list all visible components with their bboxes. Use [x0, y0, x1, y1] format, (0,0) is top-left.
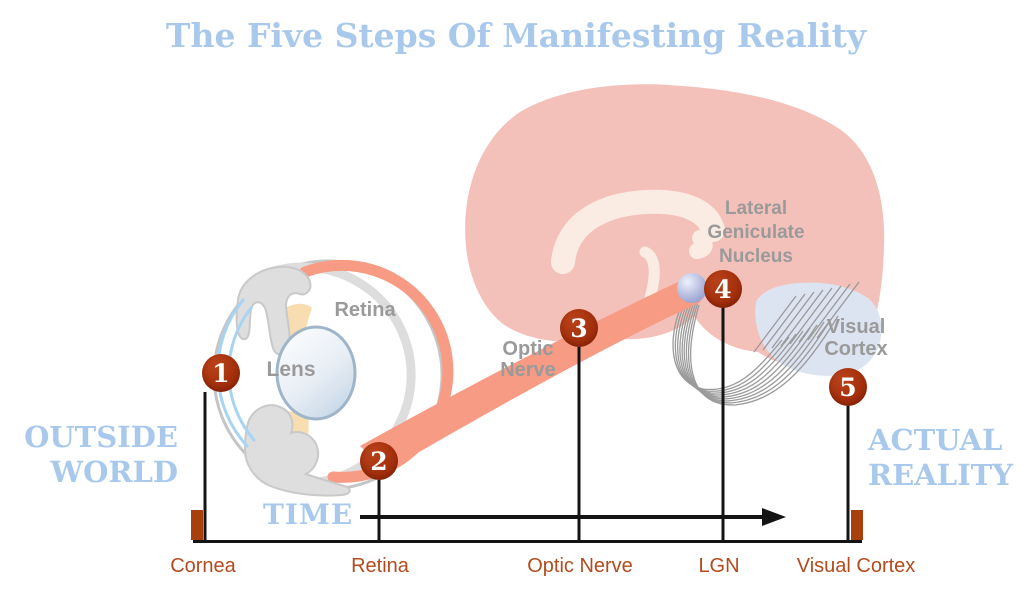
axis-label-visual-cortex: Visual Cortex	[796, 555, 916, 577]
step-3-badge: 3	[560, 309, 598, 347]
lateral-geniculate-nucleus-label: Lateral Geniculate Nucleus	[707, 198, 805, 267]
optic-nerve-label: Optic Nerve	[500, 338, 556, 381]
step-5-number: 5	[839, 372, 857, 402]
step-1-number: 1	[212, 358, 230, 388]
iris-muscle-shapes	[235, 265, 351, 497]
step-stems	[203, 307, 850, 541]
optic-nerve-band	[360, 282, 701, 471]
step-4-number: 4	[714, 274, 732, 304]
axis-label-retina: Retina	[351, 555, 409, 577]
step-3-number: 3	[570, 313, 588, 343]
step-2-badge: 2	[360, 442, 398, 480]
axis-label-cornea: Cornea	[170, 555, 236, 577]
visual-cortex-label: Visual Cortex	[824, 316, 888, 360]
axis-label-lgn: LGN	[698, 555, 740, 577]
step-1-badge: 1	[202, 354, 240, 392]
time-axis-label: TIME	[263, 498, 354, 531]
page-title: The Five Steps Of Manifesting Reality	[165, 16, 867, 55]
timeline-left-cap	[191, 510, 203, 540]
cortex-hatch-lines	[753, 281, 860, 353]
lens-shape	[275, 325, 357, 421]
time-arrow	[360, 508, 786, 526]
optic-radiation-fibers	[672, 292, 839, 406]
lens-label: Lens	[266, 358, 316, 381]
outside-world-caption: OUTSIDE WORLD	[24, 420, 178, 489]
lgn-sphere	[677, 273, 707, 303]
actual-reality-caption: ACTUAL REALITY	[868, 423, 1013, 492]
step-2-number: 2	[370, 446, 388, 476]
timeline-right-cap	[851, 510, 863, 540]
retina-label: Retina	[334, 299, 396, 321]
step-5-badge: 5	[829, 368, 867, 406]
step-4-badge: 4	[704, 270, 742, 308]
axis-label-optic-nerve: Optic Nerve	[527, 555, 633, 577]
